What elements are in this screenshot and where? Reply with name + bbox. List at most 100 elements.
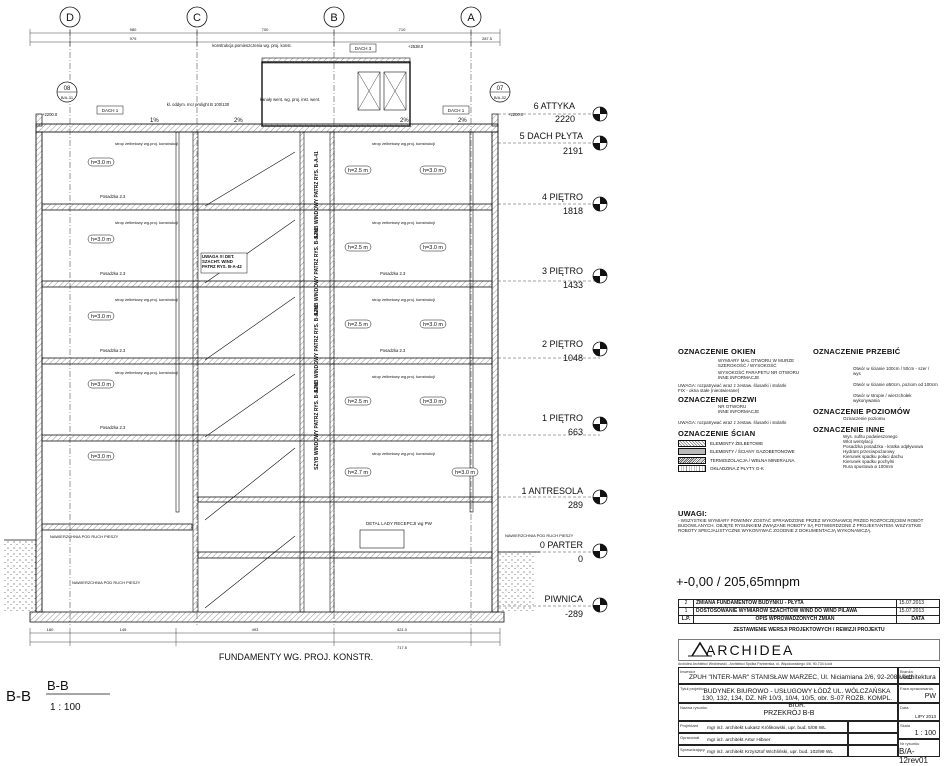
drawing-label: Nazwa rysunku — [680, 705, 708, 710]
slope-2: 2% — [234, 118, 243, 124]
level-name: 3 PIĘTRO — [542, 266, 583, 276]
section-title: B-B — [47, 678, 69, 693]
revision-desc: DOSTOSOWANIE WYMIARÓW SZACHTÓW WIND DO W… — [693, 607, 897, 616]
dim-top-3: 700 — [262, 27, 269, 32]
bottom-dimension-chain — [29, 628, 501, 646]
room-height-tag: h=2.5 m — [348, 168, 368, 174]
concrete-swatch — [678, 439, 706, 447]
legend-doors-item: NR OTWORU — [718, 404, 747, 409]
dim-bottom-2: 145 — [120, 627, 127, 632]
level-value: 2220 — [555, 114, 575, 124]
room-height-tag: h=3.0 m — [423, 245, 443, 251]
company-line: Archidea Architekci Wróblewski - Archite… — [678, 662, 833, 666]
room-height-tag: h=3.0 m — [423, 168, 443, 174]
branch-value: Architektura — [901, 674, 936, 681]
floor-label: Posadzka 2.3 — [380, 348, 406, 353]
revision-date: 15.07.2013 — [896, 599, 940, 608]
legend-other-item: Kierunek spadku połaci dachu — [843, 454, 904, 459]
legend-doors-title: OZNACZENIE DRZWI — [678, 395, 757, 404]
backfill-note-left: NAWIERZCHNIA POD RUCH PIESZY — [50, 534, 119, 539]
level-name: PIWNICA — [544, 594, 583, 604]
legend-windows-item: WYSOKOŚĆ PARAPETU NR OTWORU INNE INFORMA… — [718, 370, 800, 380]
date-label: Data — [900, 705, 909, 710]
level-name: 0 PARTER — [540, 540, 584, 550]
foundation-note: FUNDAMENTY WG. PROJ. KONSTR. — [219, 652, 373, 662]
staircase — [204, 151, 296, 609]
aerated-concrete-swatch — [678, 448, 706, 455]
author-label: Opracował — [680, 735, 700, 740]
room-height-tag: h=2.5 m — [348, 322, 368, 328]
backfill-note-right: NAWIERZCHNIA POD RUCH PIESZY — [505, 533, 574, 538]
svg-text:ARCHIDEA: ARCHIDEA — [706, 642, 794, 658]
designer-value: mgr inż. architekt Łukasz Królikowski, u… — [707, 726, 826, 731]
room-tags-right: h=2.5 m h=3.0 m h=2.5 m h=3.0 m h=2.5 m … — [344, 165, 479, 477]
ceiling-note: strop żelbetowy wg.proj. konstrukcji — [372, 451, 435, 456]
revision-date: 15.07.2013 — [896, 607, 940, 616]
ceiling-note: strop żelbetowy wg.proj. konstrukcji — [115, 220, 178, 225]
dim-top-5: 287.5 — [482, 36, 493, 41]
top-dimension-chain — [29, 29, 501, 46]
legend-levels-title: OZNACZENIE POZIOMÓW — [813, 407, 911, 416]
scale-label: Skala — [900, 723, 911, 728]
roof-construction-note: konstrukcja pomieszczenia wg. proj. kons… — [212, 43, 291, 48]
right-level-mark: +2200.0 — [508, 112, 524, 117]
room-height-tag: h=3.0 m — [91, 160, 111, 166]
level-value: 663 — [568, 427, 583, 437]
parapet-left — [35, 113, 43, 127]
level-value: -289 — [565, 609, 583, 619]
elevator-notes: SZYB WINDOWY PATRZ RYS. B-A-41 SZYB WIND… — [314, 151, 320, 470]
room-height-tag: h=3.0 m — [91, 237, 111, 243]
checker-label: Sprawdzający — [680, 747, 705, 752]
section-mark-label: B-B — [6, 688, 31, 705]
ceiling-note: strop żelbetowy wg.proj. konstrukcji — [372, 220, 435, 225]
ceiling-note: strop żelbetowy wg.proj. konstrukcji — [115, 370, 178, 375]
level-value: 1433 — [563, 280, 583, 290]
room-height-tag: h=2.5 m — [348, 399, 368, 405]
branch-label: Branża — [900, 669, 913, 674]
legend-wall-label: ELEMENTY / ŚCIANY GAZOBETONOWE — [710, 449, 795, 454]
legend-opening-item: Otwór w ścianie ø50cm, poziom od 100cm — [853, 382, 938, 387]
legend-windows-item: WYMIARY MAL OTWORU W MURZE SZEROKOŚĆ / W… — [718, 358, 795, 368]
inner-wall-right — [469, 131, 474, 513]
legend-openings-title: OZNACZENIE PRZEBIĆ — [813, 347, 901, 356]
legend-other-item: Rura spustowa ø 100mm — [843, 464, 894, 469]
designer-label: Projektant — [680, 723, 699, 728]
dim-bottom-1: 180 — [47, 627, 54, 632]
legend-wall-row: OKŁADZINA Z PŁYTY G-K — [678, 465, 803, 472]
legend-remarks-title: UWAGI: — [678, 509, 708, 518]
legend-wall-row: ELEMENTY / ŚCIANY GAZOBETONOWE — [678, 448, 803, 455]
legend-wall-row: TERMOIZOLACJA / WEŁNA MINERALNA — [678, 456, 803, 464]
inner-wall-left — [175, 131, 180, 513]
level-value: 0 — [578, 554, 583, 564]
dim-top-1: 980 — [130, 27, 137, 32]
floor-label: Posadzka 2.3 — [100, 425, 126, 430]
legend-wall-label: ELEMENTY ŻELBETOWE — [710, 440, 764, 446]
project-label: Tytuł projektu — [680, 686, 704, 691]
sheet-value: B/A-12rev01 — [899, 747, 928, 765]
slope-1: 1% — [150, 118, 159, 124]
section-scale: 1 : 100 — [50, 702, 81, 713]
legend-other-item: Hydrant przeciwpożarowy — [843, 449, 895, 454]
room-height-tag: h=2.5 m — [348, 245, 368, 251]
revision-header-date: DATA — [896, 615, 940, 624]
dim-bottom-3: 493 — [252, 627, 259, 632]
drawing-value: PRZEKRÓJ B-B — [763, 710, 815, 717]
level-3: 3 PIĘTRO 1433 — [498, 266, 608, 290]
revision-header-desc: OPIS WPROWADZONYCH ZMIAN — [693, 615, 897, 624]
revision-header-no: L.P. — [678, 615, 694, 624]
legend-wall-row: ELEMENTY ŻELBETOWE — [678, 439, 803, 447]
skylight-note: kl. oddym. mcr prolight B 100/130 — [167, 102, 230, 107]
ceiling-notes: strop żelbetowy wg.proj. konstrukcji str… — [115, 141, 435, 456]
level-parter: 0 PARTER 0 — [498, 540, 608, 564]
room-height-tag: h=3.0 m — [423, 399, 443, 405]
section-ref-right: 07 B/A-32 — [489, 81, 511, 103]
ventilation-note: kanały went. wg. proj. inst. went. — [260, 97, 320, 102]
axis-label-b: B — [330, 12, 337, 24]
level-name: 1 ANTRESOLA — [521, 486, 583, 496]
dach1-left-label: DACH 1 — [102, 108, 119, 113]
slope-4: 2% — [458, 118, 467, 124]
title-block: 2 ZMIANA FUNDAMENTÓW BUDYNKU - PŁYTA 15.… — [678, 599, 940, 765]
